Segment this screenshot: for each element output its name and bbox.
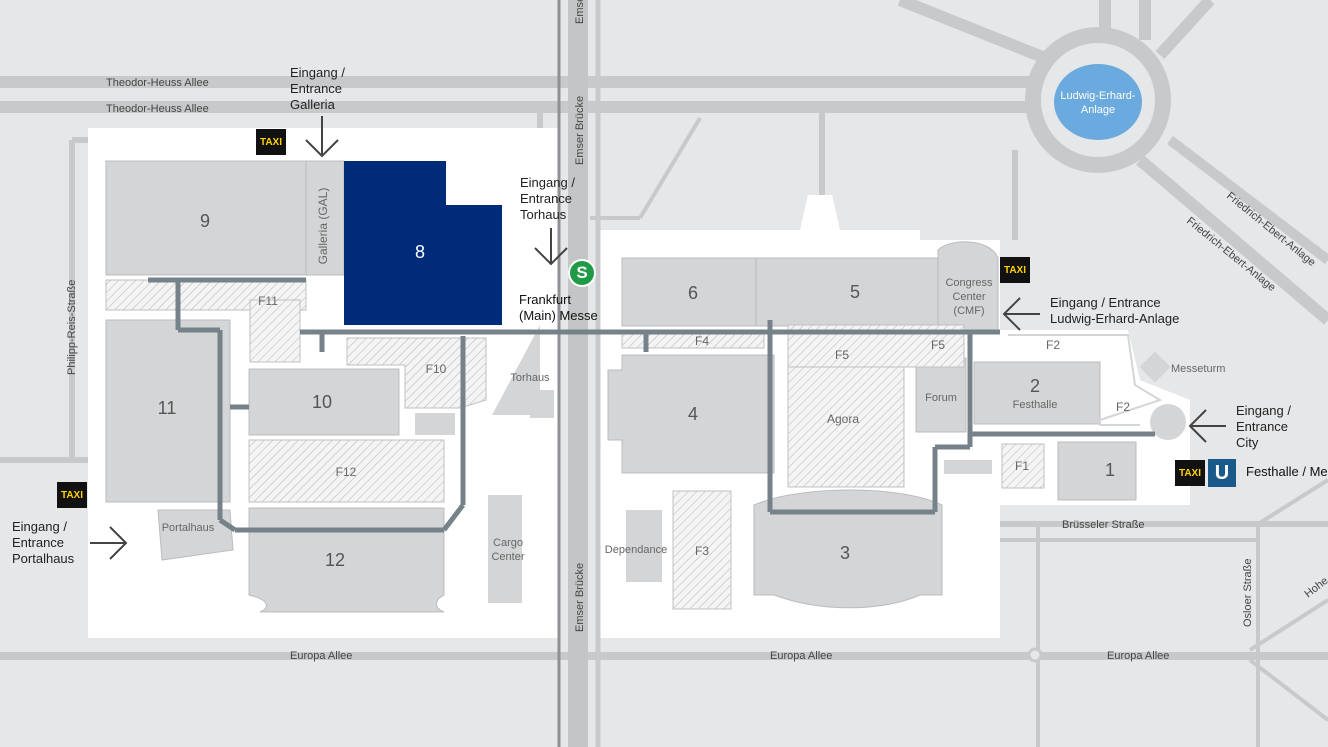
hall-10-label: 10 bbox=[312, 392, 332, 412]
f4-label: F4 bbox=[695, 334, 709, 348]
area-labels: Galleria (GAL) F11 F10 F12 F4 F5 F5 F2 F… bbox=[162, 188, 1226, 558]
walkways bbox=[148, 277, 1155, 533]
entrance-portalhaus-label: Eingang / Entrance Portalhaus bbox=[12, 519, 75, 566]
agora-label: Agora bbox=[827, 412, 859, 426]
messeturm bbox=[1139, 351, 1171, 383]
f12-label: F12 bbox=[336, 465, 357, 479]
street-osloer: Osloer Straße bbox=[1242, 559, 1254, 627]
street-europa-allee-3: Europa Allee bbox=[1107, 650, 1169, 662]
hall-12 bbox=[248, 507, 445, 613]
hall-2-label: 2 bbox=[1030, 376, 1040, 396]
street-emser-bottom: Emser Brücke bbox=[574, 563, 586, 632]
arrow-torhaus-icon bbox=[534, 228, 568, 266]
f2a-label: F2 bbox=[1046, 338, 1060, 352]
hall-1-label: 1 bbox=[1105, 460, 1115, 480]
f1-label: F1 bbox=[1015, 459, 1029, 473]
roundabout-label: Ludwig-Erhard- Anlage bbox=[1060, 90, 1136, 116]
ludwig-erhard-anlage-roundabout bbox=[1054, 64, 1142, 140]
messeturm-label: Messeturm bbox=[1171, 363, 1225, 375]
entrance-galleria-label: Eingang / Entrance Galleria bbox=[290, 65, 345, 112]
arrow-galleria-icon bbox=[305, 116, 339, 158]
hall-3-label: 3 bbox=[840, 543, 850, 563]
area-f3 bbox=[672, 490, 732, 610]
f3-label: F3 bbox=[695, 544, 709, 558]
hall-6-label: 6 bbox=[688, 283, 698, 303]
city-plaza bbox=[1150, 404, 1186, 440]
hall-numbers: 9 8 11 10 12 6 5 4 3 2 1 bbox=[158, 211, 1115, 570]
taxi-congress-icon: TAXI bbox=[1000, 257, 1030, 283]
hall-5-label: 5 bbox=[850, 282, 860, 302]
galleria-label: Galleria (GAL) bbox=[316, 188, 330, 265]
f10-label: F10 bbox=[426, 362, 447, 376]
hall-3 bbox=[753, 489, 943, 609]
u-bahn-station-label: Festhalle / Me bbox=[1246, 464, 1328, 479]
forum-label: Forum bbox=[925, 392, 957, 404]
street-bruesseler: Brüsseler Straße bbox=[1062, 519, 1145, 531]
street-philipp-reis: Philipp-Reis-Straße bbox=[66, 280, 78, 375]
hall-12-label: 12 bbox=[325, 550, 345, 570]
area-f12 bbox=[248, 439, 445, 503]
s-bahn-station-label: Frankfurt (Main) Messe bbox=[519, 292, 598, 323]
taxi-portalhaus-icon: TAXI bbox=[57, 482, 87, 508]
festhalle-label: Festhalle bbox=[1013, 399, 1058, 411]
arrow-city-icon bbox=[1188, 409, 1226, 443]
congress-center-label: Congress Center (CMF) bbox=[945, 277, 993, 317]
dependance bbox=[626, 510, 662, 582]
torhaus-ramp bbox=[492, 325, 540, 415]
congress-center bbox=[937, 241, 999, 331]
f11-label: F11 bbox=[258, 294, 278, 308]
taxi-galleria-icon: TAXI bbox=[256, 129, 286, 155]
hall-10 bbox=[248, 368, 400, 436]
forum bbox=[915, 357, 967, 433]
hall-5 bbox=[755, 257, 939, 327]
entrance-city-label: Eingang / Entrance City bbox=[1236, 403, 1291, 450]
hall-9 bbox=[105, 160, 307, 276]
entrance-torhaus-label: Eingang / Entrance Torhaus bbox=[520, 175, 575, 222]
festhalle bbox=[973, 361, 1101, 425]
s-bahn-icon: S bbox=[568, 259, 596, 287]
hall-4-label: 4 bbox=[688, 404, 698, 424]
street-theodor-heuss-2: Theodor-Heuss Allee bbox=[106, 103, 209, 115]
halls bbox=[105, 160, 1186, 613]
arrow-ludwig-icon bbox=[1002, 297, 1040, 331]
torhaus-label: Torhaus bbox=[510, 372, 550, 384]
street-europa-allee-1: Europa Allee bbox=[290, 650, 352, 662]
hall-1 bbox=[1057, 441, 1137, 501]
area-f1 bbox=[1001, 443, 1045, 489]
street-europa-allee-2: Europa Allee bbox=[770, 650, 832, 662]
entrance-arrows bbox=[90, 116, 1226, 560]
hall-11-label: 11 bbox=[158, 398, 177, 418]
hall-8-label: 8 bbox=[415, 242, 425, 262]
hall-6 bbox=[621, 257, 757, 327]
cargo-center bbox=[488, 495, 522, 603]
emser-bruecke-road bbox=[568, 0, 588, 747]
u-bahn-icon: U bbox=[1208, 459, 1236, 487]
arrow-portalhaus-icon bbox=[90, 526, 128, 560]
dependance-label: Dependance bbox=[605, 544, 667, 556]
open-areas bbox=[105, 279, 1045, 610]
f5a-label: F5 bbox=[835, 348, 849, 362]
portalhaus-label: Portalhaus bbox=[162, 522, 215, 534]
taxi-festhalle-icon: TAXI bbox=[1175, 460, 1205, 486]
street-emser-top: Emser bbox=[574, 0, 586, 24]
area-agora bbox=[787, 366, 905, 488]
street-theodor-heuss-1: Theodor-Heuss Allee bbox=[106, 77, 209, 89]
street-emser-mid: Emser Brücke bbox=[574, 96, 586, 165]
entrance-ludwig-label: Eingang / Entrance Ludwig-Erhard-Anlage bbox=[1050, 295, 1180, 326]
portalhaus bbox=[157, 509, 234, 561]
f5b-label: F5 bbox=[931, 338, 945, 352]
hall-9-label: 9 bbox=[200, 211, 210, 231]
f2b-label: F2 bbox=[1116, 400, 1130, 414]
cargo-center-label: Cargo Center bbox=[491, 537, 525, 563]
hall-4 bbox=[607, 354, 775, 474]
hall-11 bbox=[105, 319, 231, 503]
roundabout-ring bbox=[1025, 27, 1171, 173]
area-f10 bbox=[346, 337, 487, 409]
hall-8 bbox=[344, 161, 502, 325]
